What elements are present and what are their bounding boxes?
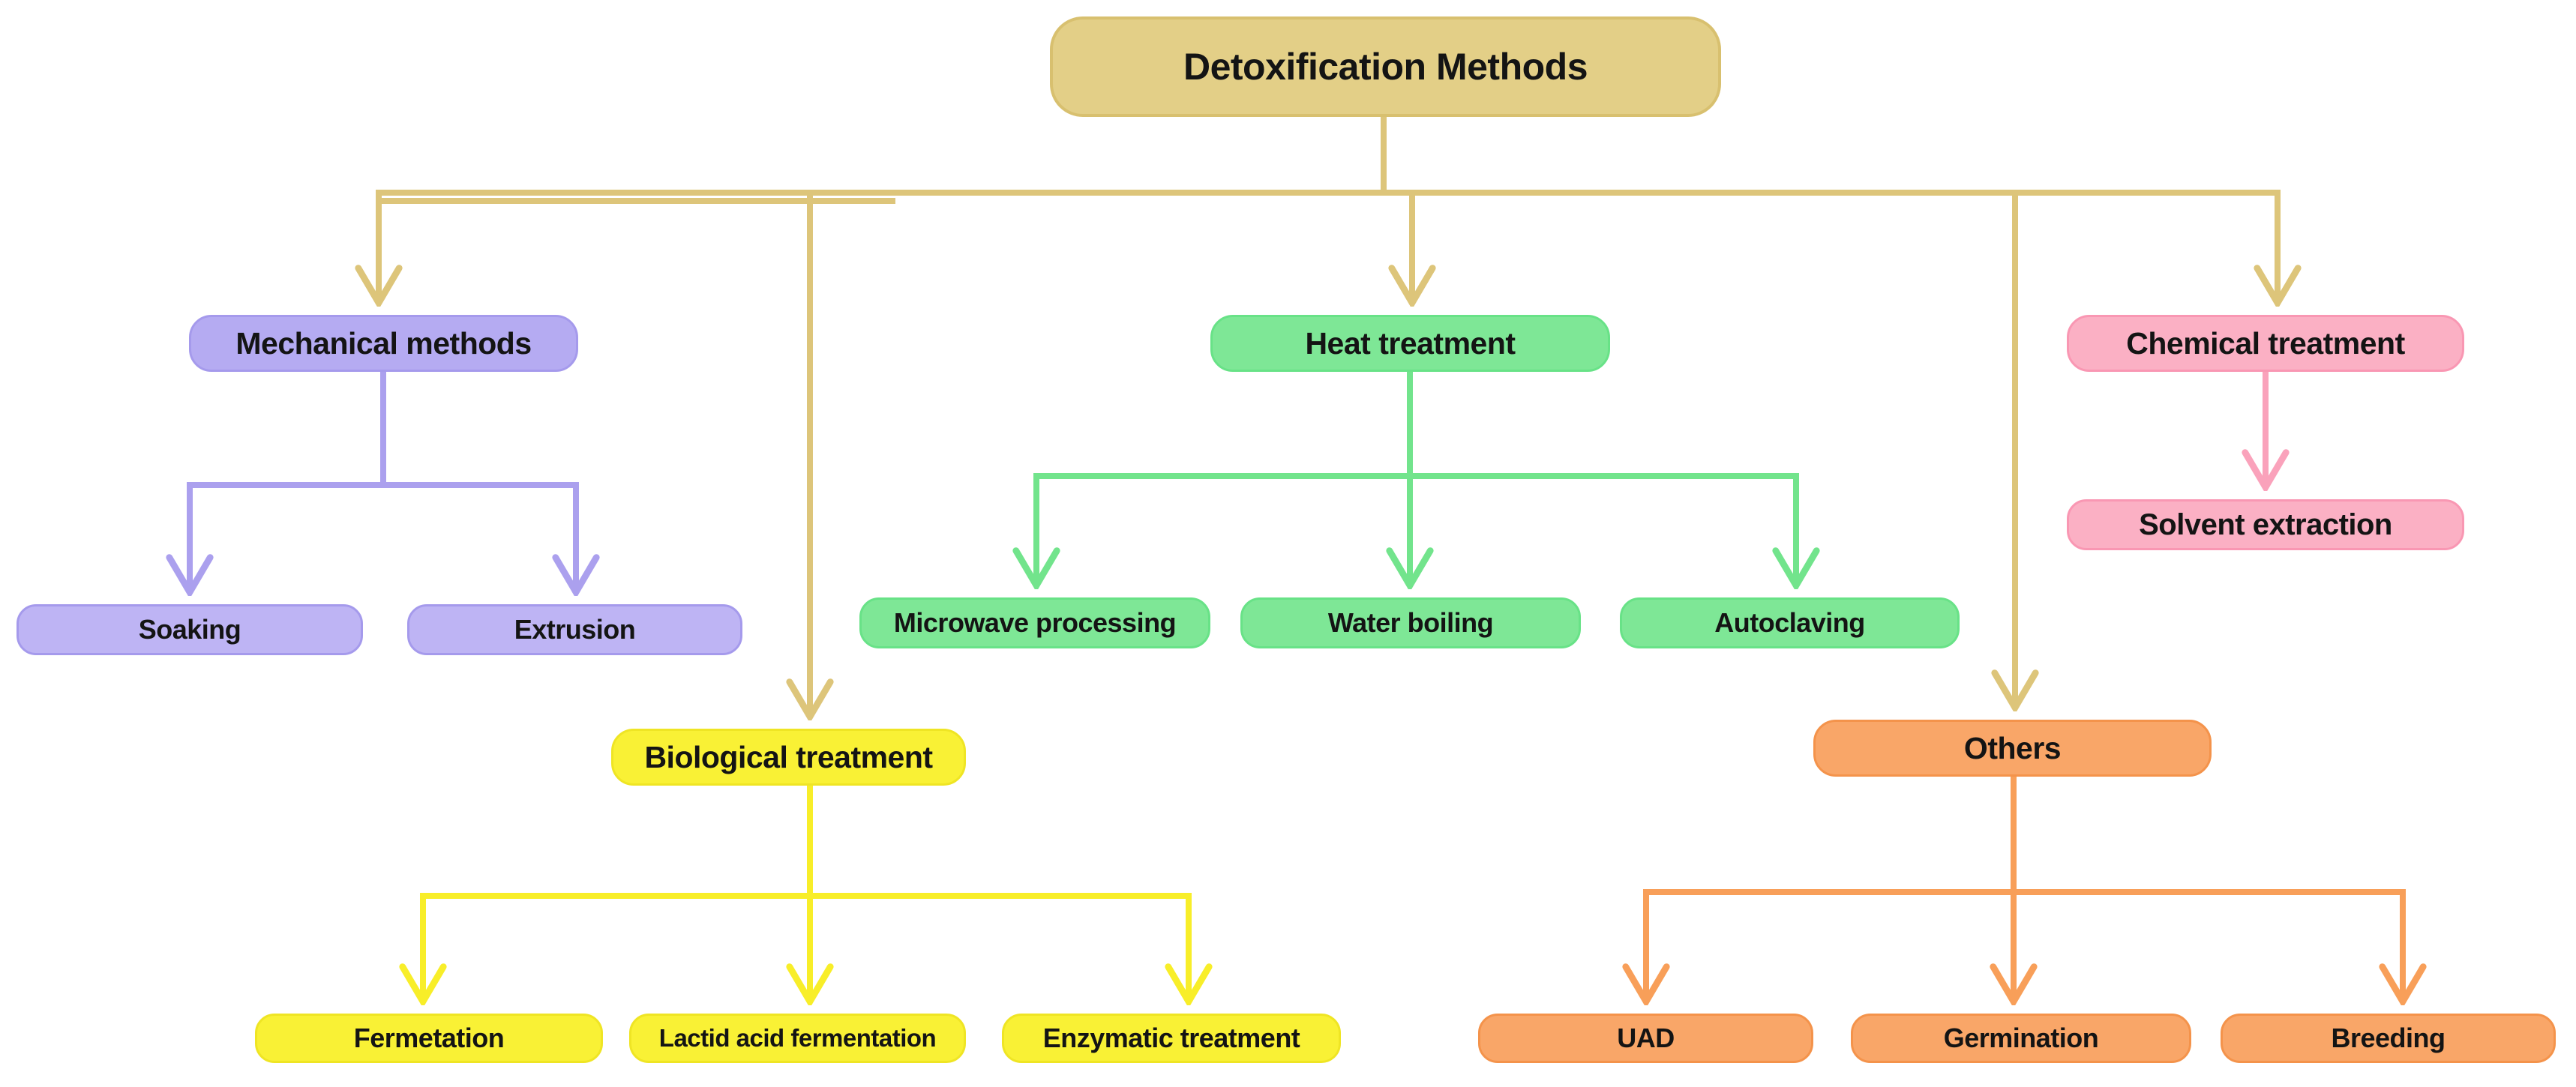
node-extrusion: Extrusion [407, 604, 742, 655]
node-detoxification-methods: Detoxification Methods [1050, 16, 1721, 117]
node-enzymatic-treatment: Enzymatic treatment [1002, 1014, 1341, 1063]
node-solvent-extraction: Solvent extraction [2067, 499, 2464, 550]
node-biological-treatment: Biological treatment [611, 729, 966, 786]
node-chemical-treatment: Chemical treatment [2067, 315, 2464, 372]
node-soaking: Soaking [16, 604, 363, 655]
node-heat-treatment: Heat treatment [1210, 315, 1610, 372]
node-others: Others [1813, 720, 2212, 777]
node-lactid-acid-fermentation: Lactid acid fermentation [629, 1014, 966, 1063]
node-mechanical-methods: Mechanical methods [189, 315, 578, 372]
node-fermetation: Fermetation [255, 1014, 603, 1063]
node-breeding: Breeding [2221, 1014, 2556, 1063]
node-germination: Germination [1851, 1014, 2191, 1063]
node-autoclaving: Autoclaving [1620, 597, 1960, 648]
node-water-boiling: Water boiling [1240, 597, 1581, 648]
node-microwave-processing: Microwave processing [859, 597, 1210, 648]
node-uad: UAD [1478, 1014, 1813, 1063]
